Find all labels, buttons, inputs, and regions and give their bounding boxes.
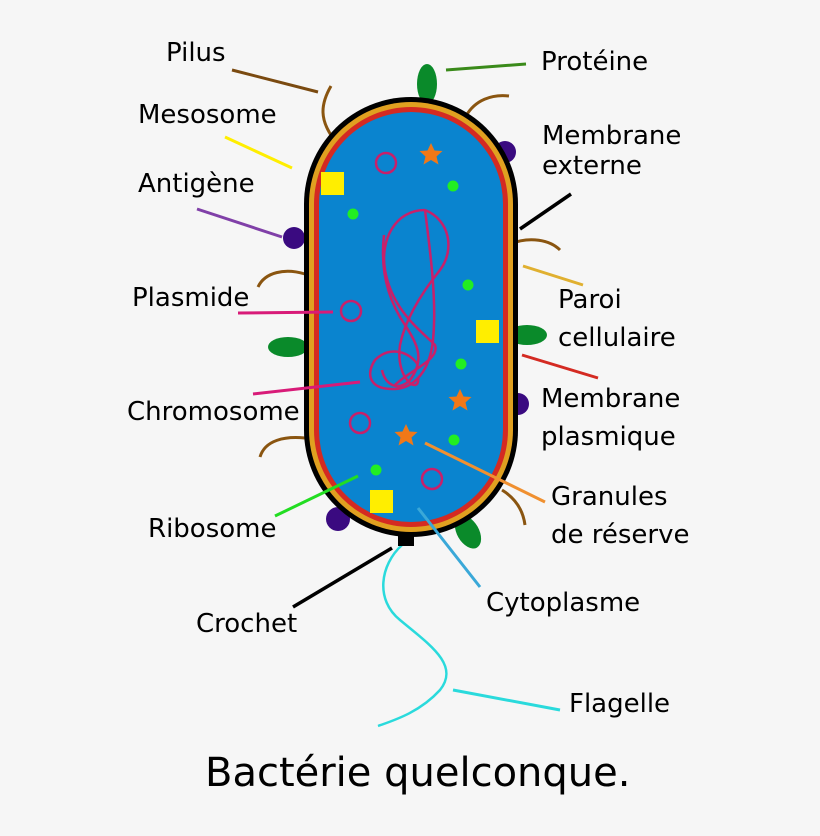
leader-line-chromosome: [252, 380, 361, 396]
mesosomes: [321, 172, 499, 513]
label-flagelle: Flagelle: [569, 689, 670, 719]
label-text: Flagelle: [569, 689, 671, 719]
cytoplasm: [319, 112, 503, 522]
label-text: Mesosome: [138, 100, 277, 130]
label-text: Granules: [551, 482, 668, 512]
ribosomes: [347, 180, 474, 476]
label-text: plasmique: [541, 422, 676, 452]
leader-line-ribosome: [274, 474, 359, 518]
leader-line-crochet: [292, 546, 393, 609]
leader-line-granules-de-reserve: [424, 441, 546, 504]
leader-line-pilus: [231, 68, 319, 94]
leader-line-mesosome: [224, 135, 293, 170]
label-plasmide: Plasmide: [132, 283, 249, 313]
label-paroi-cellulaire: Paroi cellulaire: [558, 285, 676, 353]
label-text: Membrane: [542, 121, 682, 151]
label-crochet: Crochet: [196, 609, 297, 639]
leader-line-antigene: [196, 207, 283, 239]
chromosome: [369, 208, 450, 391]
label-text: Cytoplasme: [486, 588, 641, 618]
label-text: Paroi: [558, 285, 622, 315]
label-antigene: Antigène: [138, 169, 255, 199]
leader-line-membrane-plasmique: [521, 353, 599, 380]
label-text: Pilus: [166, 38, 226, 68]
label-text: Crochet: [196, 609, 298, 639]
label-text: Antigène: [138, 169, 255, 199]
bacterium-diagram: Pilus Mesosome Antigène Plasmide Chromos…: [127, 38, 690, 796]
leader-line-proteine: [445, 62, 527, 72]
leader-line-cytoplasme: [416, 507, 482, 588]
reserve-granules: [394, 143, 472, 446]
label-cytoplasme: Cytoplasme: [486, 588, 640, 618]
label-mesosome: Mesosome: [138, 100, 277, 130]
label-text: Chromosome: [127, 397, 300, 427]
leader-lines: [196, 62, 599, 712]
label-membrane-plasmique: Membrane plasmique: [541, 384, 680, 452]
label-text: Membrane: [541, 384, 681, 414]
label-granules-de-reserve: Granules de réserve: [551, 482, 690, 550]
label-text: cellulaire: [558, 323, 676, 353]
label-ribosome: Ribosome: [148, 514, 276, 544]
label-text: Ribosome: [148, 514, 277, 544]
bacterium-illustration: [196, 62, 599, 728]
diagram-caption: Bactérie quelconque.: [205, 750, 631, 796]
label-text: Protéine: [541, 47, 649, 77]
label-proteine: Protéine: [541, 47, 648, 77]
plasmids: [339, 151, 444, 491]
label-chromosome: Chromosome: [127, 397, 300, 427]
flagellum: [377, 544, 448, 728]
leader-line-membrane-externe: [519, 192, 572, 231]
label-pilus: Pilus: [166, 38, 226, 68]
label-text: externe: [542, 151, 642, 181]
pili: [256, 85, 562, 526]
label-text: Plasmide: [132, 283, 250, 313]
label-text: de réserve: [551, 520, 690, 550]
leader-line-paroi-cellulaire: [522, 264, 584, 287]
leader-line-plasmide: [237, 310, 334, 315]
leader-line-flagelle: [452, 688, 561, 712]
